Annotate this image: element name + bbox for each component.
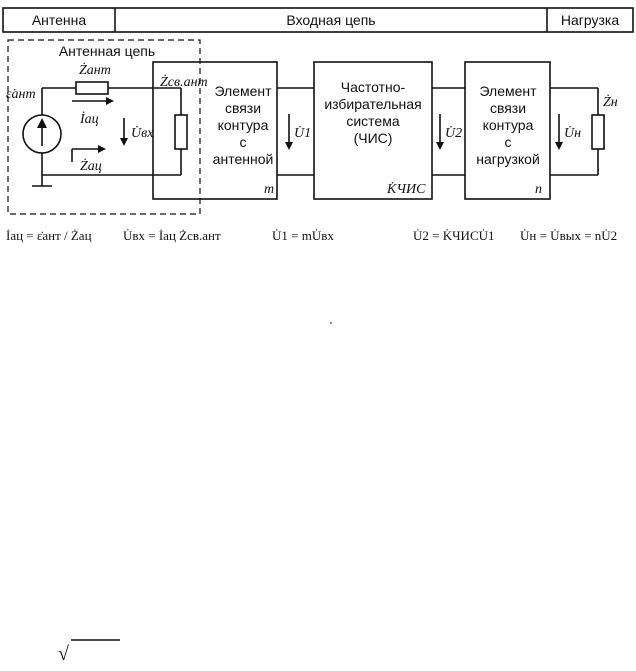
z-coupling-label: Żсв.ант <box>160 74 208 90</box>
antenna-circuit-title: Антенная цепь <box>59 43 155 59</box>
header-frame <box>2 7 634 33</box>
z-ant-resistor <box>75 81 109 95</box>
antenna-coupling-line-5: антенной <box>213 151 274 167</box>
sqrt-fragment: √ <box>58 639 120 665</box>
formula-3: U̇1 = mU̇вх <box>272 228 334 243</box>
antenna-circuit-frame <box>7 39 201 215</box>
load-coupling-line-1: Элемент <box>479 83 537 99</box>
load-coupling-factor: n <box>535 182 542 197</box>
antenna-coupling-line-4: с <box>240 134 247 150</box>
antenna-coupling-line-1: Элемент <box>214 83 272 99</box>
formulas-row: İац = ε̇ант / Żац U̇вх = İац Żсв.ант U̇1… <box>6 228 617 243</box>
antenna-wiring <box>32 81 188 187</box>
un-label: U̇н <box>564 125 581 141</box>
formula-4: U̇2 = K̇ЧИСU̇1 <box>413 228 495 243</box>
load-coupling-line-4: с <box>505 134 512 150</box>
selective-system-block <box>313 61 433 200</box>
source-emf-label: ε̇ант <box>6 87 36 102</box>
z-ac-arrow-icon <box>71 145 106 162</box>
header-input-circuit: Входная цепь <box>286 12 375 28</box>
u-in-label: U̇вх <box>131 125 154 141</box>
load-coupling-block <box>464 61 551 200</box>
selective-system-line-2: избирательная <box>324 96 421 112</box>
header-row: Антенна Входная цепь Нагрузка <box>2 7 634 33</box>
selective-system-factor: K̇ЧИС <box>386 181 426 197</box>
voltage-source-icon <box>22 114 62 154</box>
u1-arrow-icon <box>285 114 293 150</box>
selective-system-line-3: система <box>346 113 399 129</box>
stray-dot <box>330 322 332 324</box>
un-arrow-icon <box>555 114 563 150</box>
i-ac-label: İац <box>79 111 99 127</box>
load-wiring <box>550 87 605 176</box>
z-load-resistor <box>591 114 605 150</box>
antenna-coupling-block <box>152 61 278 200</box>
selective-system-line-1: Частотно- <box>341 79 406 95</box>
load-coupling-line-5: нагрузкой <box>476 151 540 167</box>
formula-2: U̇вх = İац Żсв.ант <box>123 228 221 243</box>
sqrt-sign: √ <box>58 643 69 665</box>
formula-5: U̇н = U̇вых = nU̇2 <box>520 228 617 243</box>
z-ant-label: Żант <box>79 62 111 78</box>
load-coupling-line-2: связи <box>490 100 526 116</box>
antenna-coupling-factor: m <box>264 182 274 197</box>
selective-system-text: Частотно- избирательная система (ЧИС) K̇… <box>324 79 426 197</box>
u1-label: U̇1 <box>294 125 311 141</box>
u2-label: U̇2 <box>445 125 462 141</box>
header-antenna: Антенна <box>32 12 87 28</box>
zn-label: Żн <box>603 94 618 110</box>
formula-1: İац = ε̇ант / Żац <box>6 228 92 243</box>
z-ac-label: Żац <box>80 158 102 174</box>
header-load: Нагрузка <box>561 12 619 28</box>
current-arrow-icon <box>72 97 114 105</box>
u2-arrow-icon <box>436 114 444 150</box>
load-coupling-text: Элемент связи контура с нагрузкой n <box>476 83 542 197</box>
load-coupling-line-3: контура <box>483 117 534 133</box>
antenna-coupling-text: Элемент связи контура с антенной m <box>213 83 274 197</box>
u-in-arrow-icon <box>120 118 128 146</box>
antenna-coupling-line-2: связи <box>225 100 261 116</box>
antenna-coupling-line-3: контура <box>218 117 269 133</box>
selective-system-line-4: (ЧИС) <box>354 130 393 146</box>
z-coupling-resistor <box>174 114 188 150</box>
